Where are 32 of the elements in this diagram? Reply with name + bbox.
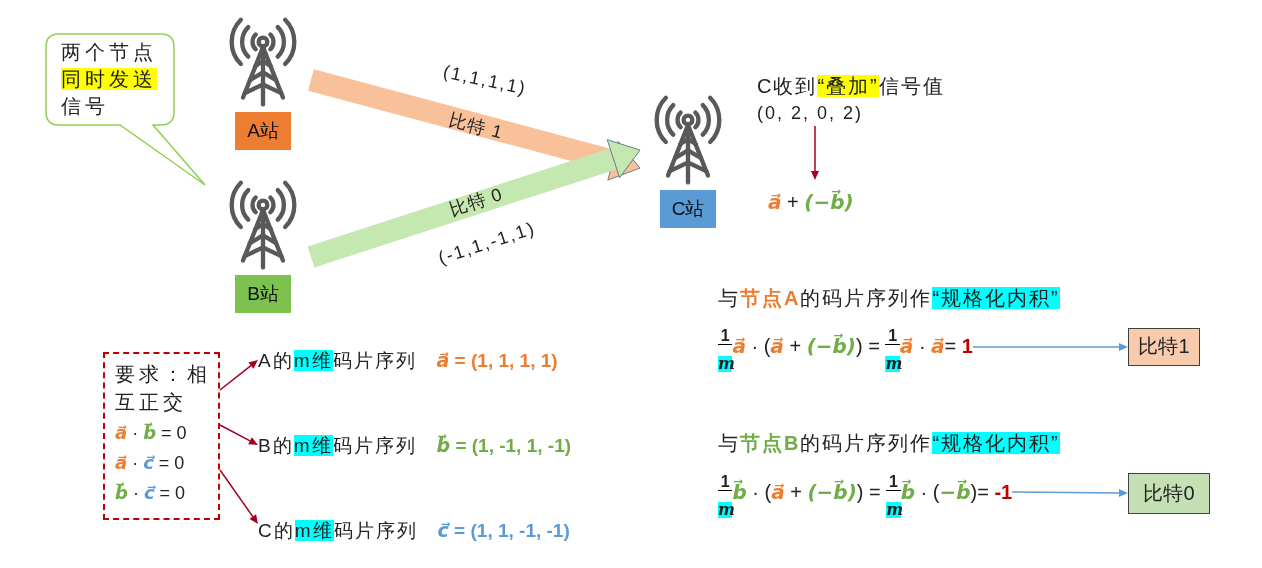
instruction-text: 与节点A的码片序列作“规格化内积” bbox=[718, 286, 1060, 311]
sequence-label: B的m维码片序列 bbox=[258, 435, 417, 456]
instruction-text: 与节点B的码片序列作“规格化内积” bbox=[718, 431, 1060, 456]
arrow bbox=[219, 424, 258, 445]
arrow bbox=[811, 125, 819, 180]
callout-text: 两个节点同时发送信号 bbox=[61, 40, 158, 119]
result-box: 比特1 bbox=[1128, 328, 1200, 366]
sequence-label: C的m维码片序列 bbox=[258, 520, 418, 541]
formula: a⃗ · b⃗ = 0 bbox=[115, 421, 188, 445]
edge-label: 比特 1 bbox=[446, 109, 505, 143]
arrow bbox=[307, 139, 641, 268]
formula: a⃗ · c⃗ = 0 bbox=[115, 451, 186, 475]
sequence-label: A的m维码片序列 bbox=[258, 350, 417, 371]
arrow bbox=[1011, 488, 1128, 497]
requirement-text: 要求：相互正交 bbox=[115, 362, 212, 415]
edge-label: 比特 0 bbox=[446, 183, 505, 220]
station-label: A站 bbox=[235, 112, 291, 150]
vector-value: (0, 2, 0, 2) bbox=[757, 102, 865, 125]
arrow bbox=[219, 469, 258, 524]
vector-value: a⃗ = (1, 1, 1, 1) bbox=[436, 350, 558, 371]
arrow bbox=[219, 360, 258, 391]
result-box: 比特0 bbox=[1128, 473, 1210, 514]
annotation-text: C收到“叠加”信号值 bbox=[757, 74, 945, 99]
formula: b⃗ · c⃗ = 0 bbox=[115, 481, 187, 505]
arrow bbox=[972, 343, 1128, 351]
station-label: B站 bbox=[235, 275, 291, 313]
vector-value: b⃗ = (1, -1, 1, -1) bbox=[436, 435, 572, 456]
station-label: C站 bbox=[660, 190, 716, 228]
formula: a⃗ + (−b⃗) bbox=[768, 188, 854, 216]
arrow bbox=[308, 69, 641, 181]
vector-value: c⃗ = (1, 1, -1, -1) bbox=[437, 520, 570, 541]
dashed-frame bbox=[103, 352, 220, 520]
